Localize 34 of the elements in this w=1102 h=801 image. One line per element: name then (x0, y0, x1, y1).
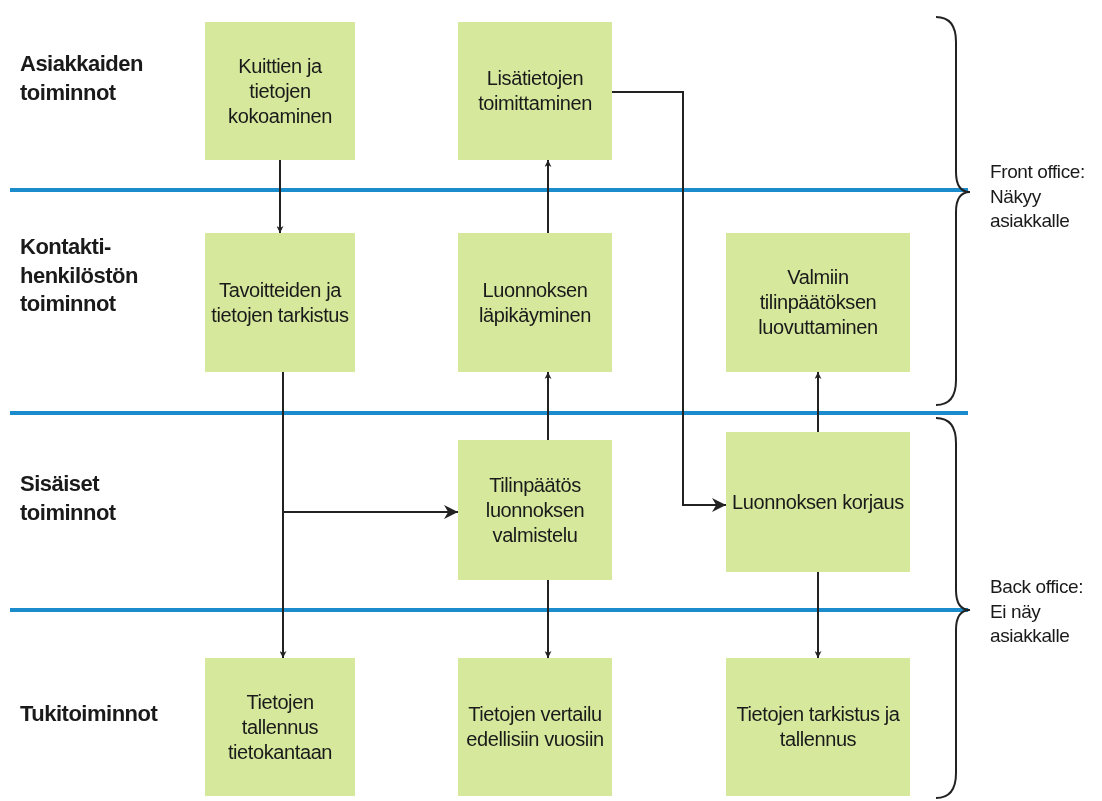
step-text: Luonnoksen läpikäyminen (478, 277, 592, 328)
step-text: Tavoitteiden ja tietojen tarkistus (211, 277, 349, 328)
brace-label: Back office: Ei näy asiakkalle (990, 575, 1085, 649)
process-box (726, 658, 910, 796)
process-box (458, 440, 612, 580)
arrow (611, 91, 727, 512)
arrow (544, 159, 552, 234)
process-box (458, 22, 612, 160)
step-text: Tietojen tallennus tietokantaan (226, 689, 334, 765)
arrow (544, 371, 552, 441)
arrow (814, 371, 822, 433)
process-box (726, 233, 910, 372)
process-box (458, 233, 612, 372)
step-text: Lisätietojen toimittaminen (477, 66, 593, 116)
process-box (726, 432, 910, 572)
arrow (276, 159, 284, 234)
lane-label: Tukitoiminnot (20, 700, 159, 728)
lane-label: Sisäiset toiminnot (20, 470, 117, 527)
step-text: Luonnoksen korjaus (732, 489, 904, 515)
step-text: Valmiin tilinpäätöksen luovuttaminen (757, 265, 879, 340)
lane-label: Asiakkaiden toiminnot (20, 50, 144, 107)
step-text: Tietojen tarkistus ja tallennus (735, 702, 901, 752)
step-text: Tietojen vertailu edellisiin vuosiin (465, 702, 605, 752)
process-box (205, 658, 355, 796)
arrow (814, 571, 822, 659)
process-box (205, 233, 355, 372)
arrow (282, 371, 459, 519)
step-text: Tilinpäätös luonnoksen valmistelu (484, 472, 586, 548)
process-box (205, 22, 355, 160)
brace-label: Front office: Näkyy asiakkalle (990, 160, 1086, 234)
process-box (458, 658, 612, 796)
lane-label: Kontakti-henkilöstön toiminnot (20, 233, 139, 319)
arrow (544, 579, 552, 659)
step-text: Kuittien ja tietojen kokoaminen (227, 53, 333, 129)
